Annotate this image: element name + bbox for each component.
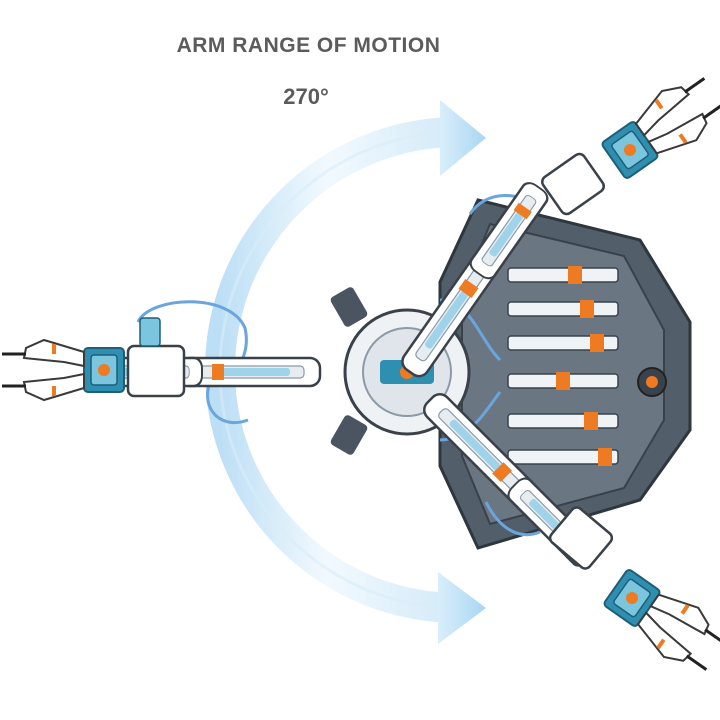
robotic-arm-bottom-position xyxy=(418,388,720,683)
rotation-angle-label: 270° xyxy=(283,84,329,109)
diagram-title: ARM RANGE OF MOTION xyxy=(176,34,441,57)
robotic-arm-top-position xyxy=(397,65,720,382)
robotic-arm-left-position xyxy=(0,317,322,402)
